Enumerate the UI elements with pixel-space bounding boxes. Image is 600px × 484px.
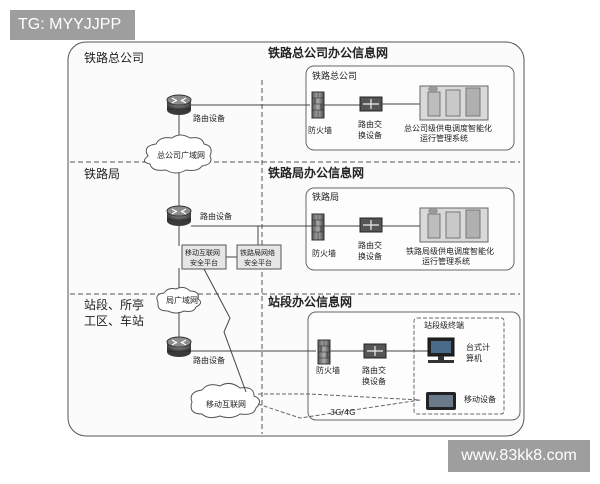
bureau-system-label-1: 铁路局级供电调度智能化 — [406, 246, 494, 256]
bureau-switch-label-2: 换设备 — [358, 251, 382, 261]
hq-system-label-1: 总公司级供电调度智能化 — [404, 123, 492, 133]
bureau-platform-label-2: 安全平台 — [244, 258, 272, 267]
hq-router-icon — [166, 94, 192, 115]
hq-firewall-icon — [311, 91, 325, 119]
wireless-link — [203, 268, 247, 393]
bureau-title: 铁路局办公信息网 — [268, 165, 364, 180]
hq-title: 铁路总公司办公信息网 — [268, 45, 388, 60]
station-switch-label-1: 路由交 — [362, 365, 386, 375]
mobile-internet-label: 移动互联网 — [206, 399, 246, 409]
station-box — [307, 311, 521, 421]
bureau-firewall-icon — [311, 213, 325, 241]
bureau-switch-label-1: 路由交 — [358, 240, 382, 250]
network-type-label: 3G/4G — [330, 408, 355, 417]
hq-switch-label-1: 路由交 — [358, 119, 382, 129]
desktop-label-2: 算机 — [466, 353, 482, 363]
watermark-top: TG: MYYJJPP — [10, 10, 135, 40]
bureau-box-label: 铁路局 — [312, 191, 339, 203]
station-switch-icon — [363, 343, 387, 359]
hq-server-icon — [419, 85, 489, 121]
hq-system-label-2: 运行管理系统 — [420, 133, 468, 143]
station-router-label: 路由设备 — [193, 355, 225, 365]
station-title: 站段办公信息网 — [268, 294, 352, 309]
tablet-icon — [426, 392, 456, 410]
terminal-label: 站段级终端 — [424, 320, 464, 330]
hq-side-label: 铁路总公司 — [84, 50, 144, 65]
mobile-security-platform — [181, 244, 227, 270]
hq-router-label: 路由设备 — [193, 113, 225, 123]
bureau-router-icon — [166, 205, 192, 226]
station-lan-cloud-icon — [156, 286, 202, 314]
station-switch-label-2: 换设备 — [362, 376, 386, 386]
desktop-computer-icon — [427, 337, 455, 363]
hq-firewall-label: 防火墙 — [308, 125, 332, 135]
station-firewall-icon — [317, 339, 331, 365]
bureau-server-icon — [419, 207, 489, 243]
bureau-platform-label-1: 铁路局网络 — [240, 248, 275, 257]
hq-switch-icon — [359, 96, 383, 112]
wireless-link — [258, 393, 421, 401]
hq-switch-label-2: 换设备 — [358, 130, 382, 140]
station-firewall-label: 防火墙 — [316, 365, 340, 375]
station-side-label-2: 工区、车站 — [84, 313, 144, 328]
bureau-side-label: 铁路局 — [84, 166, 120, 181]
bureau-switch-icon — [359, 217, 383, 233]
mobile-device-label: 移动设备 — [464, 394, 496, 404]
station-lan-label: 局广域网 — [166, 295, 198, 305]
mobile-platform-label-2: 安全平台 — [190, 258, 218, 267]
wireless-link — [257, 399, 421, 419]
bureau-router-label: 路由设备 — [200, 211, 232, 221]
station-side-label-1: 站段、所亭 — [84, 297, 144, 312]
watermark-bottom: www.83kk8.com — [448, 440, 590, 472]
bureau-firewall-label: 防火墙 — [312, 248, 336, 258]
mobile-internet-cloud-icon — [190, 382, 260, 419]
hq-wan-label: 总公司广域网 — [157, 150, 205, 160]
station-router-icon — [166, 336, 192, 357]
desktop-label-1: 台式计 — [466, 342, 490, 352]
bureau-system-label-2: 运行管理系统 — [422, 256, 470, 266]
mobile-platform-label-1: 移动互联网 — [185, 248, 220, 257]
bureau-security-platform — [236, 244, 282, 270]
hq-wan-cloud-icon — [144, 134, 212, 174]
terminal-group — [413, 317, 505, 415]
hq-box-label: 铁路总公司 — [312, 70, 357, 82]
